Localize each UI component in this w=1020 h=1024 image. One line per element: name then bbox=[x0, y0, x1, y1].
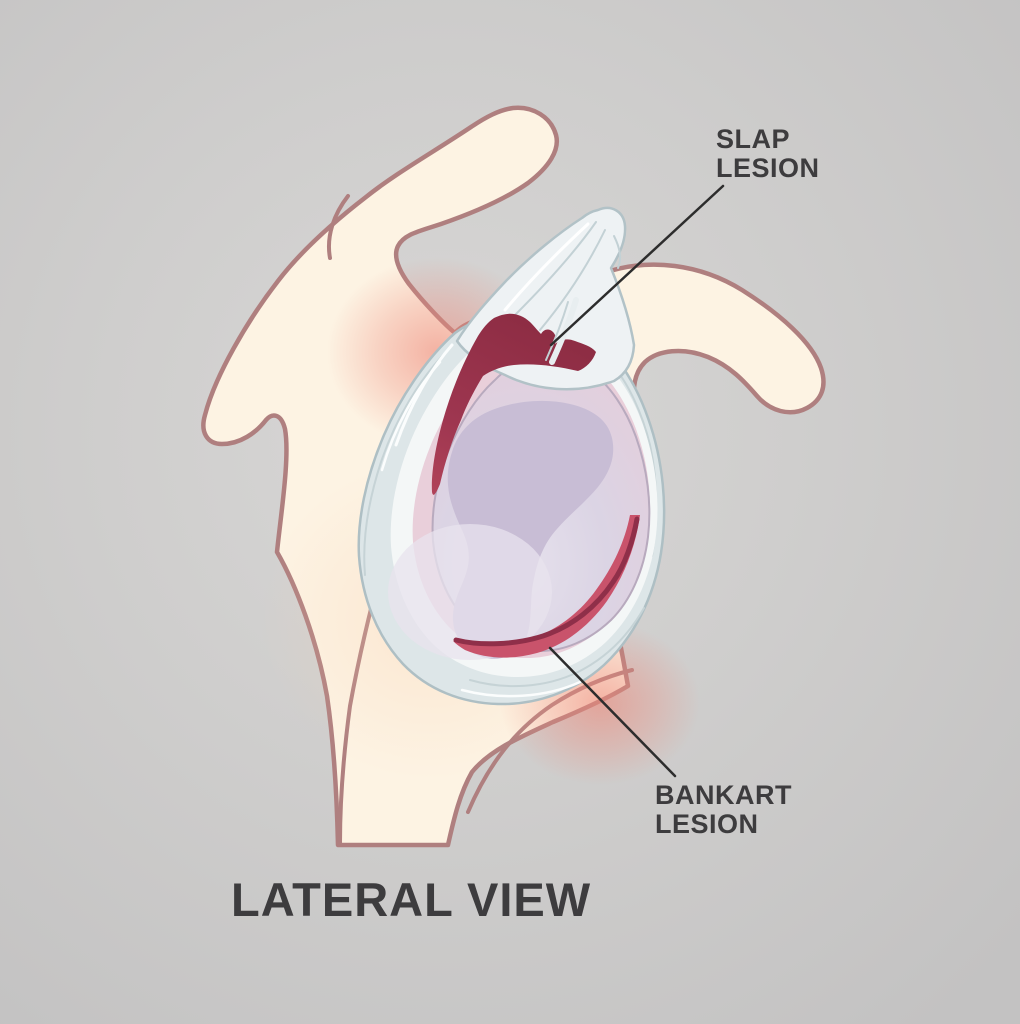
bankart-label-line1: BANKART bbox=[655, 780, 792, 810]
bankart-label-line2: LESION bbox=[655, 809, 759, 839]
glenoid-fossa-contents bbox=[388, 345, 651, 660]
bankart-lesion-label: BANKART LESION bbox=[655, 780, 792, 839]
bankart-lesion-shape bbox=[453, 515, 640, 658]
page-title: LATERAL VIEW bbox=[231, 873, 591, 926]
tendon-striations bbox=[503, 221, 622, 331]
slap-lesion-label: SLAP LESION bbox=[716, 124, 820, 183]
slap-label-line2: LESION bbox=[716, 153, 820, 183]
cartilage-light-highlight bbox=[388, 524, 552, 660]
bankart-dark-edge bbox=[453, 516, 640, 647]
bankart-crescent bbox=[453, 515, 640, 658]
slap-leader-line bbox=[549, 184, 725, 347]
slap-label-line1: SLAP bbox=[716, 124, 790, 154]
bankart-leader-line bbox=[548, 646, 677, 778]
acromion-crease-line bbox=[327, 194, 350, 260]
